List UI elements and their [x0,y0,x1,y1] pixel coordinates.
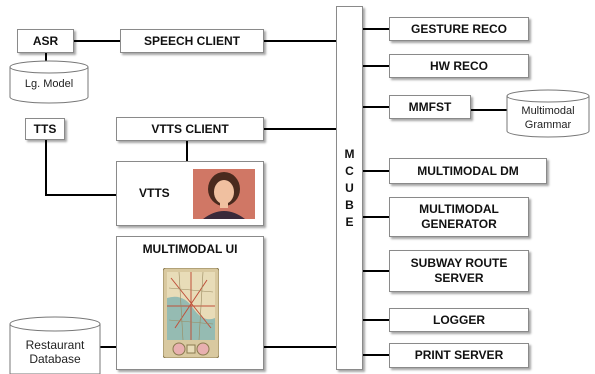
multimodal-grammar-label: Multimodal Grammar [521,105,575,131]
hw-reco-label: HW RECO [430,58,488,73]
wire-mcube-hwreco [362,65,390,67]
mcube-letter-m: M [344,146,355,161]
multimodal-grammar-cylinder-shape [506,89,590,138]
lg-model-label: Lg. Model [24,78,74,90]
mcube-letters: M C U B E [345,146,355,231]
asr-box: ASR [17,29,74,53]
wire-mcube-dm [362,170,390,172]
multimodal-generator-box: MULTIMODAL GENERATOR [389,197,529,237]
map-device-image [163,268,219,358]
mmfst-box: MMFST [389,95,471,119]
wire-vttsclient-vtts [186,140,188,162]
tts-label: TTS [33,121,57,136]
multimodal-dm-label: MULTIMODAL DM [417,163,519,178]
mmfst-label: MMFST [408,99,452,114]
wire-tts-down [45,139,47,195]
tts-box: TTS [25,118,65,140]
restaurant-database-cylinder-shape [9,316,101,374]
wire-mmfst-grammar [470,109,508,111]
mcube-letter-u: U [345,180,354,195]
gesture-reco-box: GESTURE RECO [389,17,529,41]
lg-model-cylinder-shape [9,60,89,104]
print-server-label: PRINT SERVER [414,348,504,362]
logger-label: LOGGER [432,312,485,327]
speech-client-label: SPEECH CLIENT [143,33,240,48]
wire-db-mmui [100,346,118,348]
wire-mcube-mmfst [362,106,390,108]
vtts-label: VTTS [139,186,170,200]
asr-label: ASR [32,33,59,48]
gesture-reco-label: GESTURE RECO [410,21,507,36]
speech-client-box: SPEECH CLIENT [120,29,264,53]
subway-route-server-label: SUBWAY ROUTE SERVER [410,256,508,285]
multimodal-grammar-cylinder: Multimodal Grammar [506,89,590,139]
restaurant-database-label: Restaurant Database [25,338,85,366]
wire-mcube-subway [362,270,390,272]
restaurant-database-cylinder: Restaurant Database [9,316,101,374]
wire-mcube-generator [362,216,390,218]
logger-box: LOGGER [389,308,529,332]
wire-mcube-print [362,354,390,356]
wire-asr-lgmodel [45,52,47,64]
vtts-client-box: VTTS CLIENT [116,117,264,141]
mcube-hub: M C U B E [336,6,363,370]
wire-tts-vtts [45,194,117,196]
multimodal-ui-box: MULTIMODAL UI [116,236,264,370]
multimodal-generator-label: MULTIMODAL GENERATOR [419,202,499,231]
wire-mcube-logger [362,319,390,321]
talking-head-image [193,169,255,219]
print-server-box: PRINT SERVER [389,343,529,368]
hw-reco-box: HW RECO [389,54,529,78]
mcube-letter-c: C [345,163,354,178]
vtts-client-label: VTTS CLIENT [151,121,229,136]
subway-route-server-box: SUBWAY ROUTE SERVER [389,250,529,292]
wire-speech-mcube [263,40,337,42]
lg-model-cylinder: Lg. Model [9,60,89,104]
wire-mmui-mcube [263,346,337,348]
vtts-box: VTTS [116,161,264,226]
mcube-letter-e: E [345,214,354,229]
mcube-letter-b: B [345,197,354,212]
wire-mcube-gesture [362,28,390,30]
wire-asr-speech [74,40,122,42]
multimodal-dm-box: MULTIMODAL DM [389,158,547,184]
multimodal-ui-label: MULTIMODAL UI [142,242,238,256]
wire-vttsclient-mcube [263,128,337,130]
